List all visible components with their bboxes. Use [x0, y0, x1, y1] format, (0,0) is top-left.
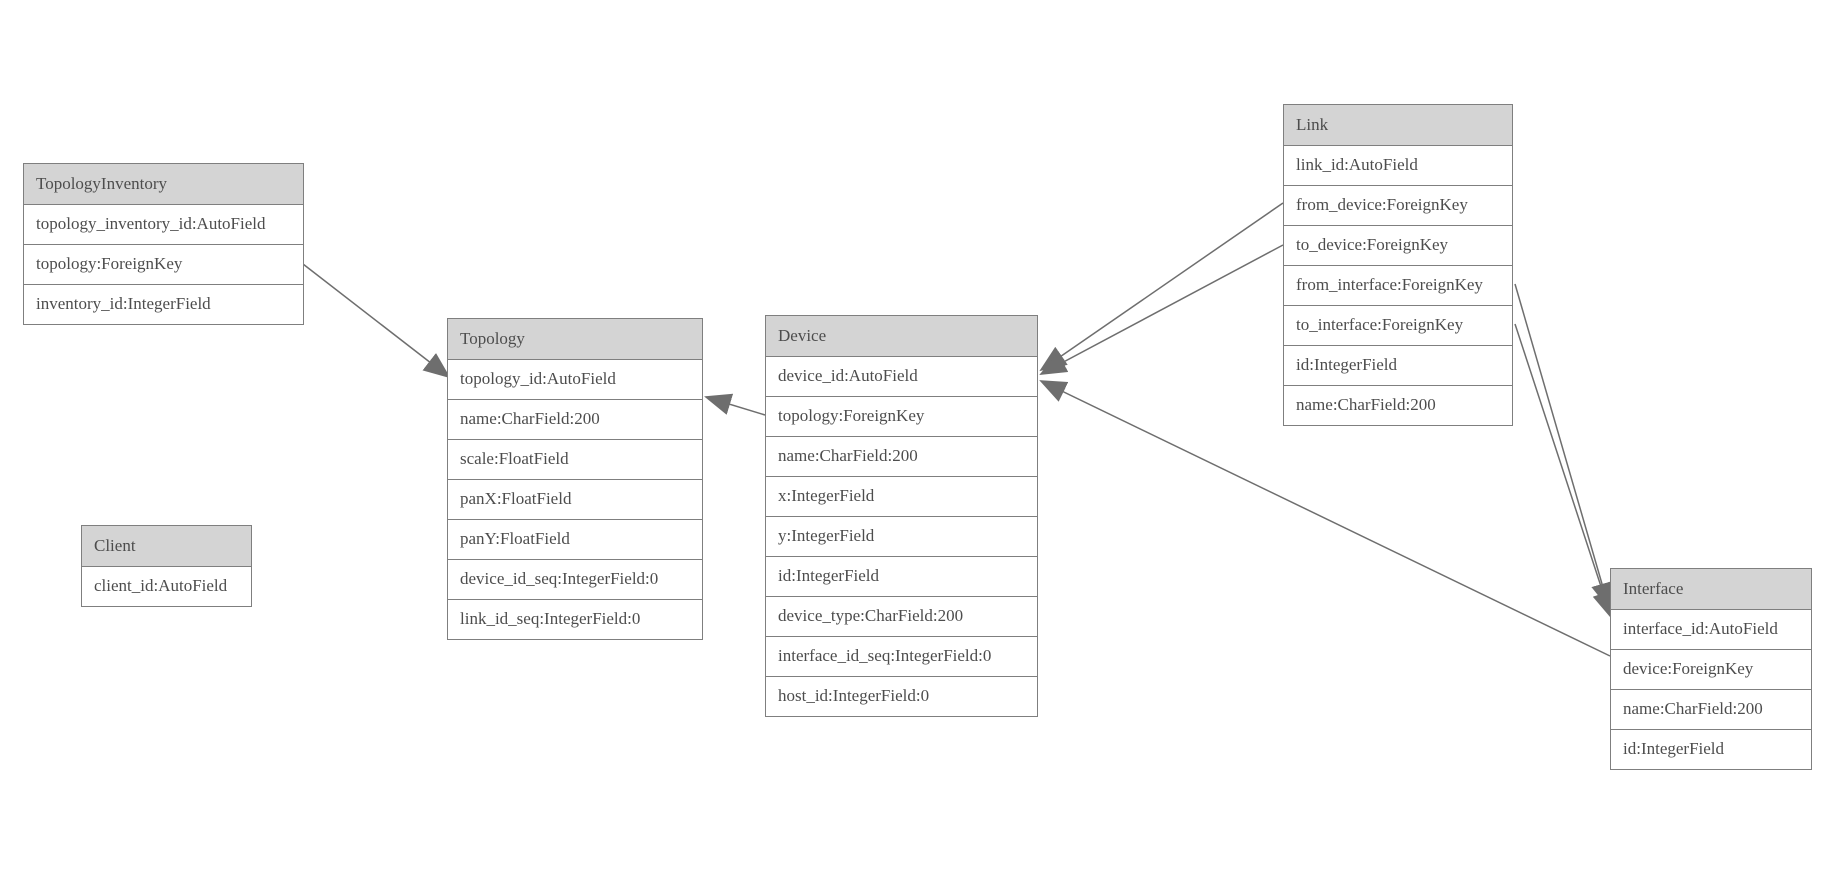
field-row: name:CharField:200: [448, 399, 702, 439]
entity-link: Link link_id:AutoField from_device:Forei…: [1283, 104, 1513, 426]
field-row: client_id:AutoField: [82, 566, 251, 606]
field-row: panY:FloatField: [448, 519, 702, 559]
entity-title: Link: [1284, 105, 1512, 145]
entity-device: Device device_id:AutoField topology:Fore…: [765, 315, 1038, 717]
field-row: name:CharField:200: [766, 436, 1037, 476]
field-row: interface_id_seq:IntegerField:0: [766, 636, 1037, 676]
field-row: device_type:CharField:200: [766, 596, 1037, 636]
entity-title: Device: [766, 316, 1037, 356]
field-row: inventory_id:IntegerField: [24, 284, 303, 324]
field-row: scale:FloatField: [448, 439, 702, 479]
relationship-link-tointerface-interface-line: [1514, 323, 1614, 619]
field-row: device_id:AutoField: [766, 356, 1037, 396]
field-row: topology:ForeignKey: [24, 244, 303, 284]
entity-title: Client: [82, 526, 251, 566]
field-row: topology:ForeignKey: [766, 396, 1037, 436]
field-row: topology_id:AutoField: [448, 359, 702, 399]
field-row: link_id:AutoField: [1284, 145, 1512, 185]
field-row: device_id_seq:IntegerField:0: [448, 559, 702, 599]
relationship-link-frominterface-interface-line: [1514, 283, 1613, 610]
entity-client: Client client_id:AutoField: [81, 525, 252, 607]
field-row: name:CharField:200: [1284, 385, 1512, 425]
entity-topology-inventory: TopologyInventory topology_inventory_id:…: [23, 163, 304, 325]
relationship-interface-device-line: [1039, 380, 1611, 657]
field-row: to_interface:ForeignKey: [1284, 305, 1512, 345]
entity-title: TopologyInventory: [24, 164, 303, 204]
entity-title: Interface: [1611, 569, 1811, 609]
field-row: id:IntegerField: [1611, 729, 1811, 769]
field-row: name:CharField:200: [1611, 689, 1811, 729]
field-row: from_device:ForeignKey: [1284, 185, 1512, 225]
field-row: topology_inventory_id:AutoField: [24, 204, 303, 244]
field-row: x:IntegerField: [766, 476, 1037, 516]
relationship-device-topology-line: [704, 393, 766, 416]
field-row: y:IntegerField: [766, 516, 1037, 556]
field-row: panX:FloatField: [448, 479, 702, 519]
field-row: id:IntegerField: [1284, 345, 1512, 385]
field-row: device:ForeignKey: [1611, 649, 1811, 689]
relationship-link-fromdevice-device-line: [1039, 202, 1284, 372]
field-row: host_id:IntegerField:0: [766, 676, 1037, 716]
entity-topology: Topology topology_id:AutoField name:Char…: [447, 318, 703, 640]
field-row: interface_id:AutoField: [1611, 609, 1811, 649]
relationship-topologyinventory-topology-line: [302, 263, 451, 379]
field-row: to_device:ForeignKey: [1284, 225, 1512, 265]
field-row: from_interface:ForeignKey: [1284, 265, 1512, 305]
relationship-link-todevice-device-line: [1039, 244, 1284, 375]
field-row: id:IntegerField: [766, 556, 1037, 596]
entity-title: Topology: [448, 319, 702, 359]
entity-interface: Interface interface_id:AutoField device:…: [1610, 568, 1812, 770]
field-row: link_id_seq:IntegerField:0: [448, 599, 702, 639]
